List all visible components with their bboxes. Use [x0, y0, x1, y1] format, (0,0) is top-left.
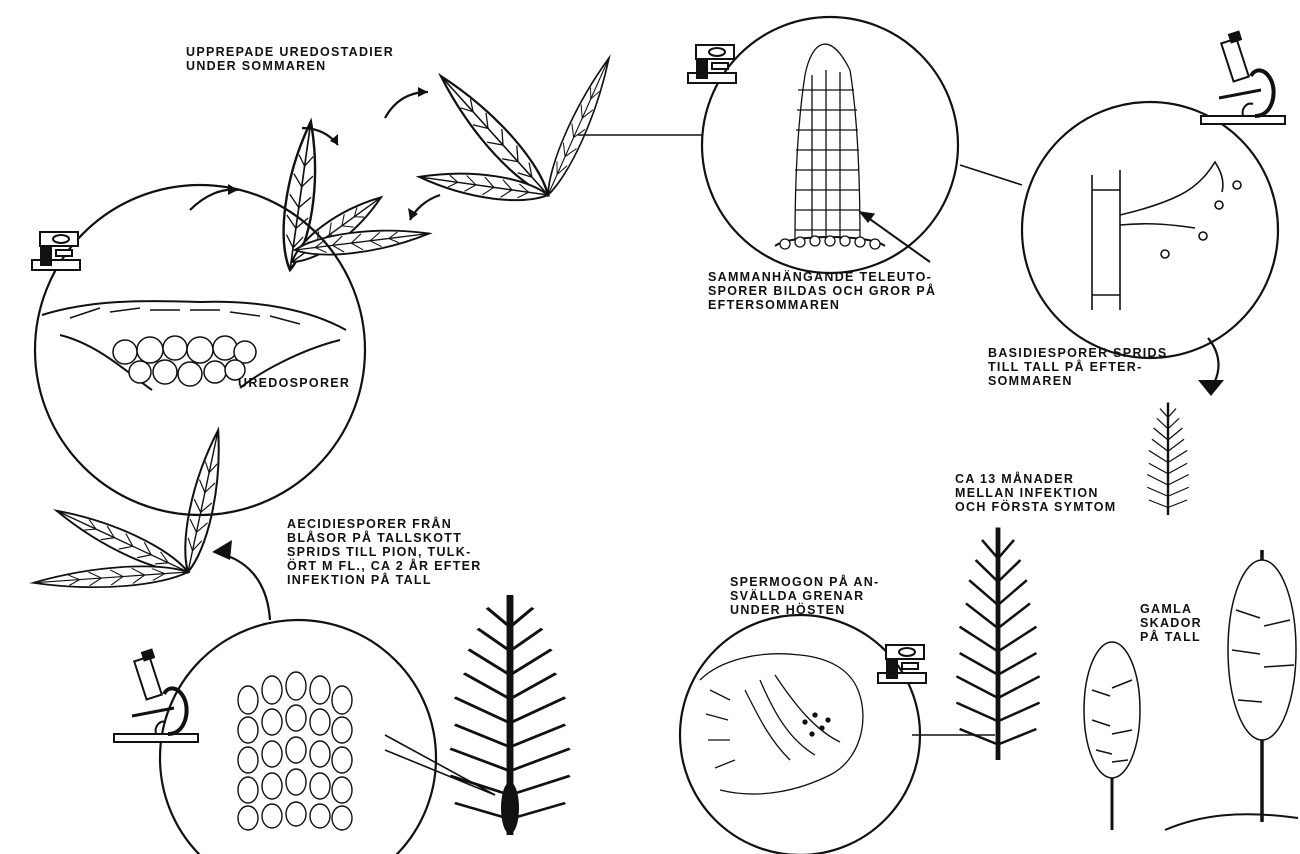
- microscope-icon: [1201, 30, 1285, 124]
- teleutospore-circle: [702, 17, 958, 273]
- pine-tree-icon: [1084, 642, 1140, 830]
- connector-lines: [385, 135, 1022, 795]
- label-aecidio: AECIDIESPORER FRÅN BLÅSOR PÅ TALLSKOTT S…: [287, 517, 482, 587]
- label-uredospores: UREDOSPORER: [238, 376, 350, 390]
- label-basidio: BASIDIESPORER SPRIDS TILL TALL PÅ EFTER-…: [988, 346, 1168, 388]
- leaf-group-top: [277, 54, 618, 272]
- magnifier-icon: [878, 645, 926, 683]
- leaf-group-left: [33, 428, 229, 593]
- label-teleuto: SAMMANHÄNGANDE TELEUTO- SPORER BILDAS OC…: [708, 270, 936, 312]
- pine-shoot-icon: [1147, 403, 1189, 516]
- basidiospore-detail: [1092, 162, 1241, 310]
- spermogon-detail: [700, 654, 863, 794]
- magnifier-icon: [688, 45, 736, 83]
- label-old-damage: GAMLA SKADOR PÅ TALL: [1140, 602, 1202, 644]
- magnifier-icon: [32, 232, 80, 270]
- aecidiospore-chains: [238, 672, 352, 830]
- pine-swelling: [501, 782, 519, 834]
- label-uredo-repeat: UPPREPADE UREDOSTADIER UNDER SOMMAREN: [186, 45, 394, 73]
- spermogon-circle: [680, 615, 920, 854]
- pine-tree-icon: [1165, 550, 1298, 830]
- label-months: CA 13 MÅNADER MELLAN INFEKTION OCH FÖRST…: [955, 472, 1116, 514]
- pine-branch-icon: [956, 528, 1039, 761]
- basidiospore-circle: [1022, 102, 1278, 358]
- label-spermogon: SPERMOGON PÅ AN- SVÄLLDA GRENAR UNDER HÖ…: [730, 575, 880, 617]
- teleutospore-column: [775, 44, 930, 262]
- microscope-icon: [114, 648, 198, 742]
